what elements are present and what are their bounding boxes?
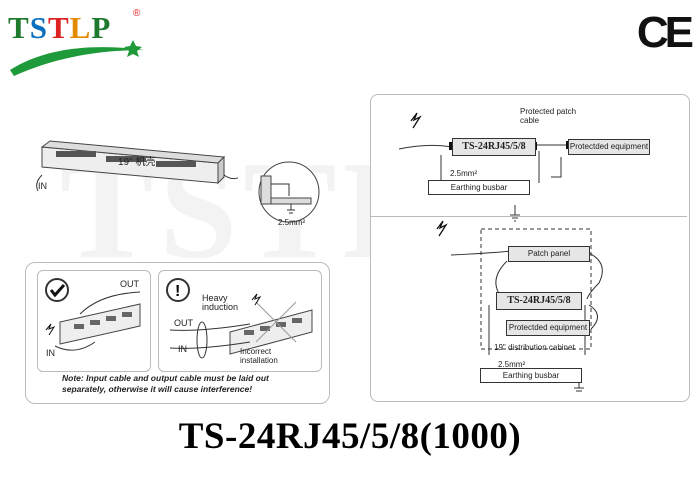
registered-mark: ® [133, 8, 141, 19]
note-label: Note: [62, 373, 84, 383]
tstlp-logo: TSTLP ® [8, 6, 148, 76]
installation-note: Note: Input cable and output cable must … [62, 373, 302, 395]
cabinet-label: 19" distribution cabinet [494, 343, 575, 352]
note-text: Input cable and output cable must be lai… [62, 373, 269, 394]
rack-panel-diagram [36, 140, 238, 192]
incorrect-in-label: IN [178, 344, 187, 354]
heavy-induction-label: Heavy induction [202, 293, 239, 312]
incorrect-installation-label: Incorrect installation [240, 347, 278, 365]
protected-patch-cable-label: Protected patch cable [520, 107, 577, 125]
top-protected-equipment-box: Protectded equipment [568, 139, 650, 155]
ground-wire-size: 2.5mm² [278, 218, 306, 227]
logo-letter-l: L [69, 10, 92, 45]
bottom-earthing-busbar: Earthing busbar [480, 368, 582, 383]
top-wire-size: 2.5mm² [450, 169, 478, 178]
logo-letter-t2: T [47, 10, 70, 45]
logo-swoosh-icon [10, 40, 144, 76]
logo-letter-s: S [29, 10, 48, 45]
correct-install-diagram [45, 278, 141, 351]
correct-in-label: IN [46, 348, 55, 358]
svg-text:!: ! [175, 283, 180, 300]
top-earthing-busbar: Earthing busbar [428, 180, 530, 195]
bottom-protected-equipment-box: Protectded equipment [506, 320, 590, 336]
patch-panel-box: Patch panel [508, 246, 590, 262]
ce-mark: CE [636, 8, 694, 57]
bottom-device-box: TS-24RJ45/5/8 [496, 292, 582, 310]
incorrect-out-label: OUT [174, 318, 193, 328]
wiring-divider [371, 216, 687, 217]
logo-letter-p: P [91, 10, 112, 45]
bottom-wire-size: 2.5mm² [498, 360, 526, 369]
logo-letter-t: T [8, 10, 30, 45]
top-device-box: TS-24RJ45/5/8 [452, 138, 536, 156]
rack-in-label: IN [38, 181, 47, 191]
rack-panel-label: 19" 机壳 [118, 157, 156, 168]
product-title: TS-24RJ45/5/8(1000) [178, 416, 522, 457]
ground-detail-diagram [258, 161, 320, 223]
correct-out-label: OUT [120, 279, 139, 289]
incorrect-install-diagram: ! [166, 278, 313, 359]
